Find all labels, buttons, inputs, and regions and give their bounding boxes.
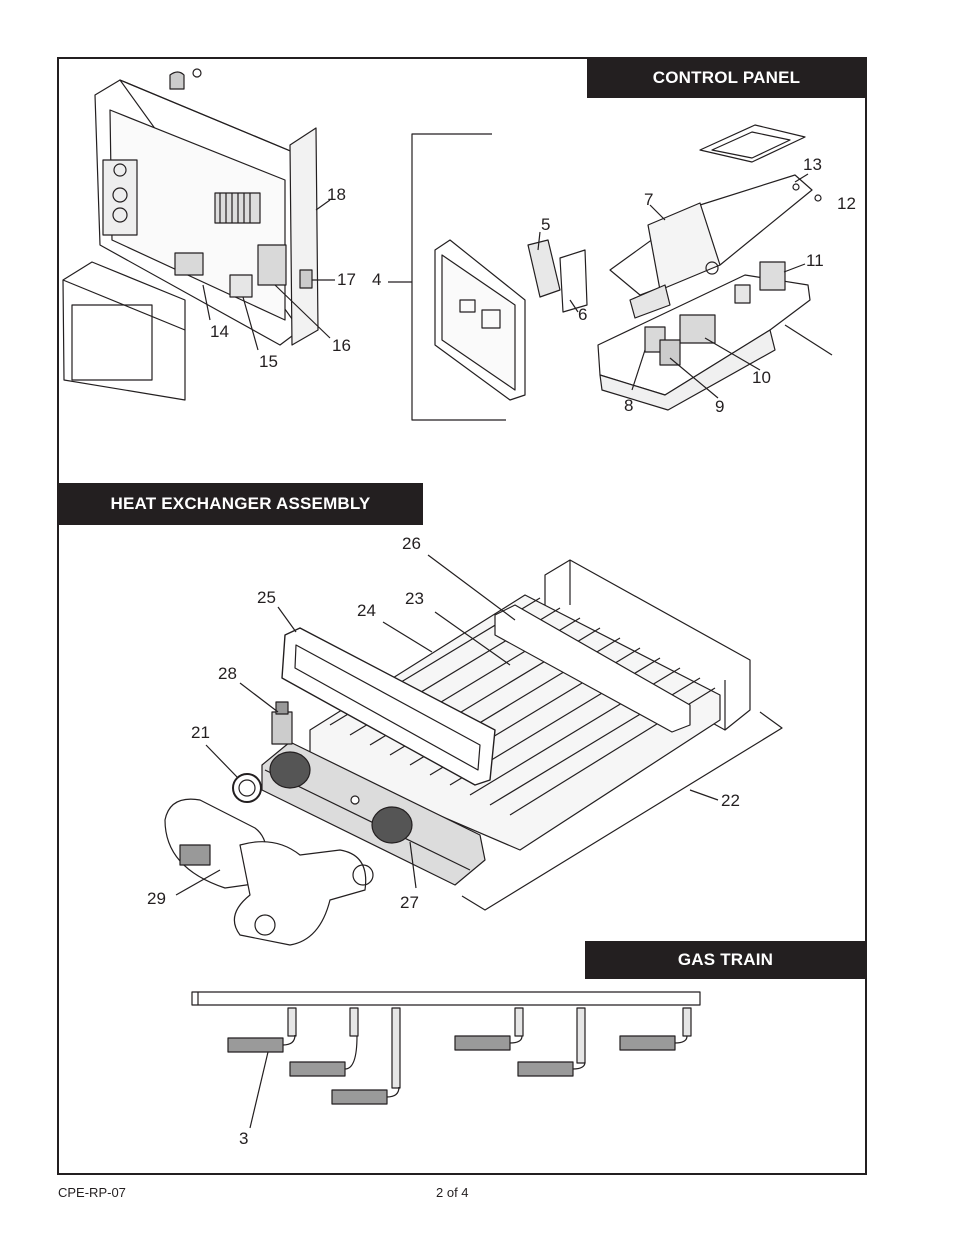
callout-15: 15: [259, 352, 278, 371]
callout-3: 3: [239, 1129, 249, 1148]
control-panel-banner: CONTROL PANEL: [587, 58, 866, 98]
callout-27: 27: [400, 893, 419, 912]
callout-23: 23: [405, 589, 424, 608]
callout-11: 11: [806, 251, 824, 270]
callout-22: 22: [721, 791, 740, 810]
callout-16: 16: [332, 336, 351, 355]
control-chassis-drawing: [597, 124, 833, 411]
callout-25: 25: [257, 588, 276, 607]
callout-17: 17: [337, 270, 356, 289]
callout-4: 4: [372, 270, 382, 289]
callout-13: 13: [803, 155, 822, 174]
heat-exchanger-drawing: [164, 554, 783, 946]
callout-9: 9: [715, 397, 725, 416]
callout-24: 24: [357, 601, 376, 620]
gas-train-drawing: [191, 991, 701, 1129]
callout-14: 14: [210, 322, 229, 341]
control-board-drawing: [434, 231, 588, 401]
heat-exchanger-banner: HEAT EXCHANGER ASSEMBLY: [58, 483, 423, 525]
callout-8: 8: [624, 396, 634, 415]
callout-28: 28: [218, 664, 237, 683]
callout-12: 12: [837, 194, 856, 213]
callout-26: 26: [402, 534, 421, 553]
control-enclosure-drawing: [62, 68, 335, 401]
callout-7: 7: [644, 190, 654, 209]
page-frame: [57, 57, 867, 1175]
callout-10: 10: [752, 368, 771, 387]
callout-18: 18: [327, 185, 346, 204]
gas-train-banner: GAS TRAIN: [585, 941, 866, 979]
page-number: 2 of 4: [436, 1185, 469, 1200]
callout-6: 6: [578, 305, 588, 324]
document-code: CPE-RP-07: [58, 1185, 126, 1200]
callout-29: 29: [147, 889, 166, 908]
callout-5: 5: [541, 215, 551, 234]
callout-21: 21: [191, 723, 210, 742]
